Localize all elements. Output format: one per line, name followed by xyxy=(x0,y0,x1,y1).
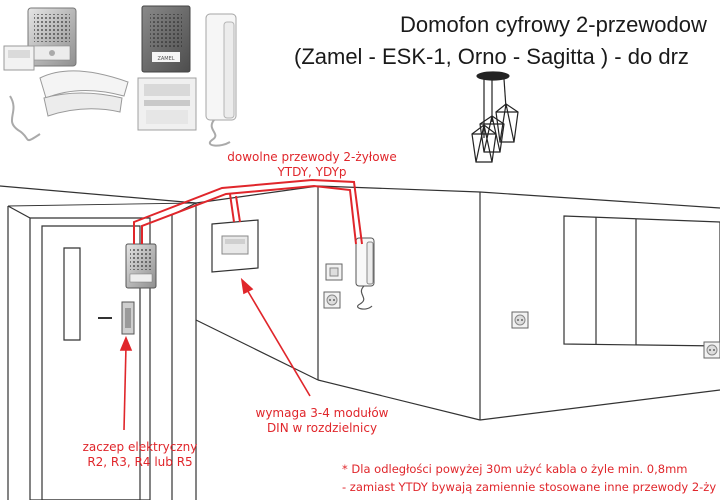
power-socket-icon xyxy=(323,291,341,309)
label-din-line-2: DIN w rozdzielnicy xyxy=(266,421,378,435)
power-socket-icon xyxy=(511,311,529,329)
arrow-to-lock xyxy=(119,335,133,431)
handset-right xyxy=(205,13,237,147)
outdoor-panel-dark: ZAMEL xyxy=(141,5,191,73)
power-socket-icon xyxy=(703,341,720,359)
light-switch-icon xyxy=(325,263,343,281)
electric-strike-lock xyxy=(121,301,135,335)
label-wires: dowolne przewody 2-żyłowe YTDY, YDYp xyxy=(222,150,402,180)
label-din-line-1: wymaga 3-4 modułów xyxy=(255,406,389,420)
indoor-handset xyxy=(355,237,375,310)
title-line-1: Domofon cyfrowy 2-przewodow xyxy=(400,12,707,37)
note-1: * Dla odległości powyżej 30m użyć kabla … xyxy=(342,462,688,476)
label-din: wymaga 3-4 modułów DIN w rozdzielnicy xyxy=(244,406,400,436)
title-line-2: (Zamel - ESK-1, Orno - Sagitta ) - do dr… xyxy=(294,44,689,69)
label-lock-line-1: zaczep elektryczny xyxy=(82,440,198,454)
wiring-2wire xyxy=(133,178,363,245)
label-lock: zaczep elektryczny R2, R3, R4 lub R5 xyxy=(70,440,210,470)
brand-logo: ZAMEL xyxy=(157,56,174,62)
din-module-left xyxy=(3,45,35,71)
din-power-supply xyxy=(137,77,197,131)
window xyxy=(563,215,720,347)
label-lock-line-2: R2, R3, R4 lub R5 xyxy=(87,455,193,469)
outdoor-intercom-panel xyxy=(125,243,157,289)
room-walls xyxy=(0,185,720,500)
handset-left xyxy=(9,70,129,142)
pendant-lamp-icon xyxy=(471,71,519,163)
note-2: - zamiast YTDY bywają zamiennie stosowan… xyxy=(342,480,717,494)
door xyxy=(29,217,151,500)
outdoor-panel-silver xyxy=(27,7,77,67)
notes: * Dla odległości powyżej 30m użyć kabla … xyxy=(342,460,716,496)
arrow-to-din xyxy=(240,277,311,397)
din-distribution-box xyxy=(211,219,259,273)
product-photo: ZAMEL xyxy=(3,5,237,147)
label-wires-line-1: dowolne przewody 2-żyłowe xyxy=(227,150,397,164)
label-wires-line-2: YTDY, YDYp xyxy=(277,165,347,179)
